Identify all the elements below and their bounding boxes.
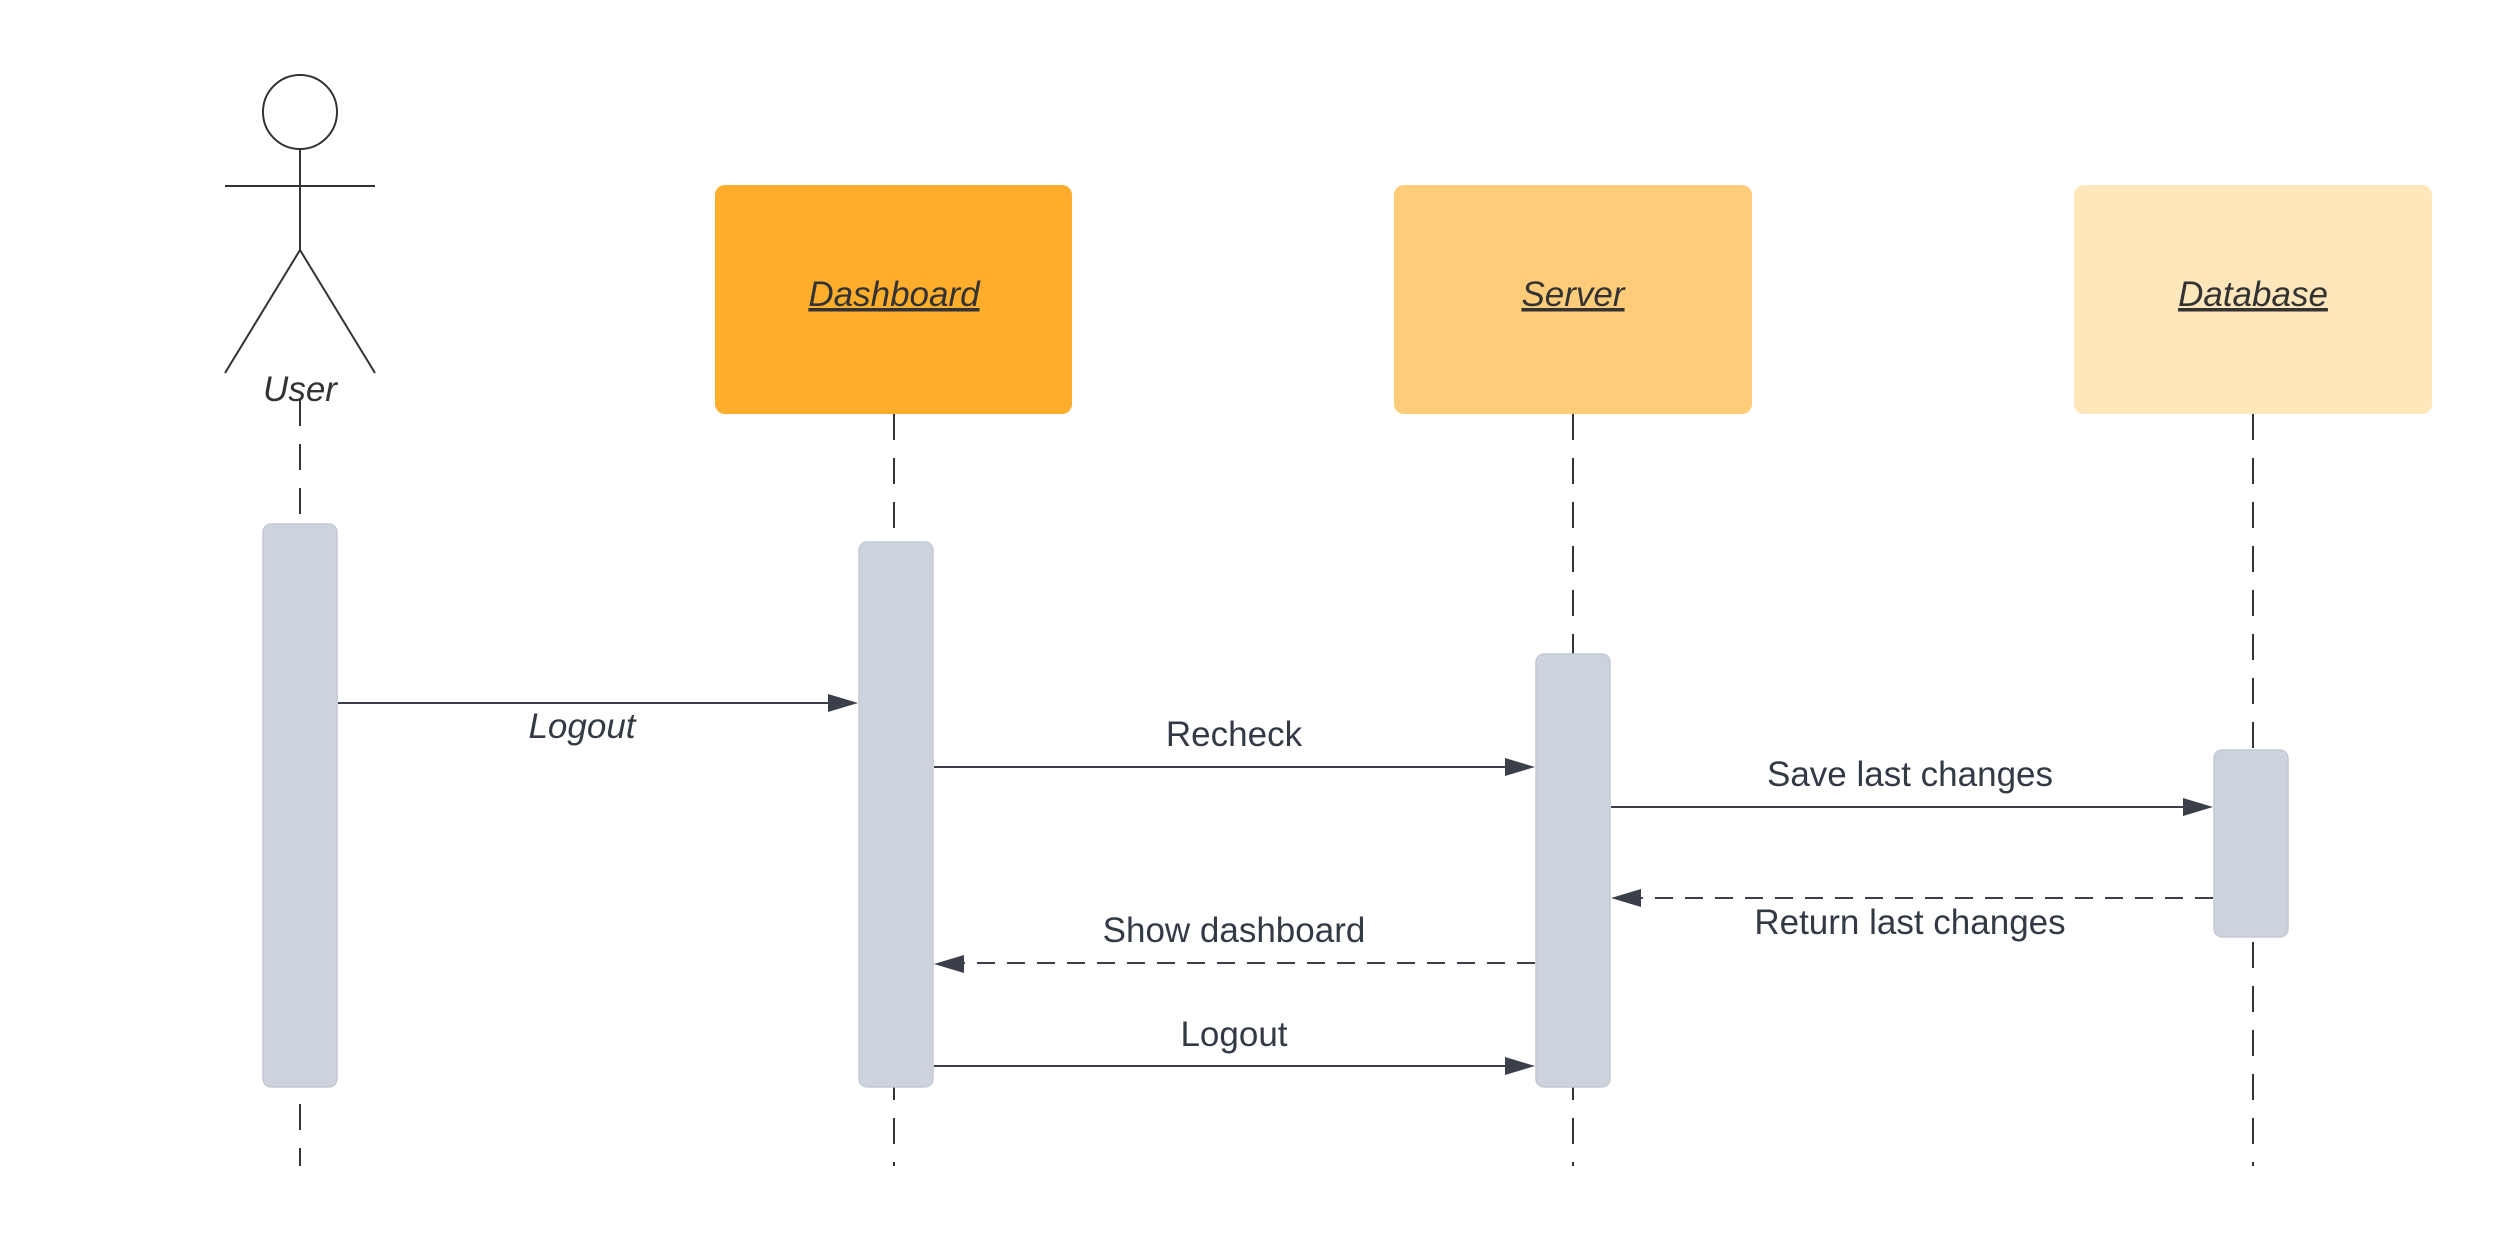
actor-label: User bbox=[263, 370, 338, 409]
actor-right-leg bbox=[299, 249, 376, 374]
message-label: Show dashboard bbox=[1103, 911, 1366, 950]
arrowhead-icon bbox=[1611, 889, 1641, 907]
actor-head bbox=[262, 74, 338, 150]
message-recheck[interactable]: Recheck bbox=[934, 715, 1535, 776]
participant-box-database bbox=[2074, 185, 2432, 414]
arrowhead-icon bbox=[1505, 758, 1535, 776]
message-label: Save last changes bbox=[1767, 755, 2053, 794]
participant-label-dashboard: Dashboard bbox=[808, 275, 981, 314]
message-label: Logout bbox=[1180, 1015, 1287, 1054]
actor-left-leg bbox=[224, 249, 301, 374]
activation-dashboard[interactable] bbox=[858, 541, 934, 1088]
message-save-last-changes[interactable]: Save last changes bbox=[1611, 755, 2213, 816]
actor-user[interactable]: User bbox=[224, 74, 376, 409]
participant-database[interactable]: Database bbox=[2074, 185, 2432, 414]
participant-box-dashboard bbox=[715, 185, 1072, 414]
arrowhead-icon bbox=[934, 955, 964, 973]
activation-database[interactable] bbox=[2213, 749, 2289, 938]
participant-server[interactable]: Server bbox=[1394, 185, 1752, 414]
message-logout-dashboard-server[interactable]: Logout bbox=[934, 1015, 1535, 1075]
message-show-dashboard[interactable]: Show dashboard bbox=[934, 911, 1535, 973]
arrowhead-icon bbox=[1505, 1057, 1535, 1075]
message-label: Logout bbox=[528, 707, 636, 746]
message-logout-user-dashboard[interactable]: Logout bbox=[338, 694, 858, 746]
message-label: Return last changes bbox=[1754, 903, 2065, 942]
participant-label-database: Database bbox=[2178, 275, 2328, 314]
message-label: Recheck bbox=[1166, 715, 1303, 754]
participant-dashboard[interactable]: Dashboard bbox=[715, 185, 1072, 414]
message-return-last-changes[interactable]: Return last changes bbox=[1611, 889, 2213, 942]
activation-server[interactable] bbox=[1535, 653, 1611, 1088]
participant-box-server bbox=[1394, 185, 1752, 414]
participant-label-server: Server bbox=[1521, 275, 1625, 314]
arrowhead-icon bbox=[2183, 798, 2213, 816]
activation-user[interactable] bbox=[262, 523, 338, 1088]
arrowhead-icon bbox=[828, 694, 858, 712]
